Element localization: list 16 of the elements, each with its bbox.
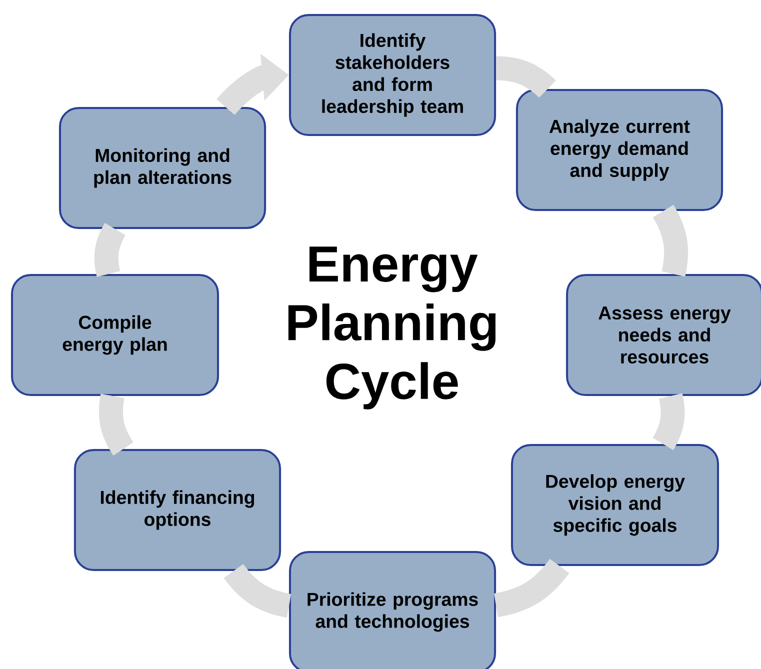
ring-segment: [496, 56, 556, 98]
process-box: Analyze current energy demand and supply: [516, 89, 724, 211]
ring-segment: [224, 564, 292, 618]
process-box: Monitoring and plan alterations: [58, 107, 266, 229]
ring-segment: [98, 394, 134, 456]
ring-segment: [652, 205, 688, 276]
process-box: Prioritize programs and technologies: [288, 551, 496, 669]
ring-segment: [652, 394, 685, 450]
ring-segment: [94, 223, 126, 277]
process-box: Compile energy plan: [11, 274, 219, 396]
process-box: Assess energy needs and resources: [566, 274, 761, 396]
title: Energy Planning Cycle: [288, 246, 496, 410]
process-box: Identify financing options: [74, 449, 282, 571]
process-box: Identify stakeholders and form leadership team: [288, 14, 496, 136]
process-box: Develop energy vision and specific goals: [511, 444, 719, 566]
ring-segment: [494, 558, 570, 618]
